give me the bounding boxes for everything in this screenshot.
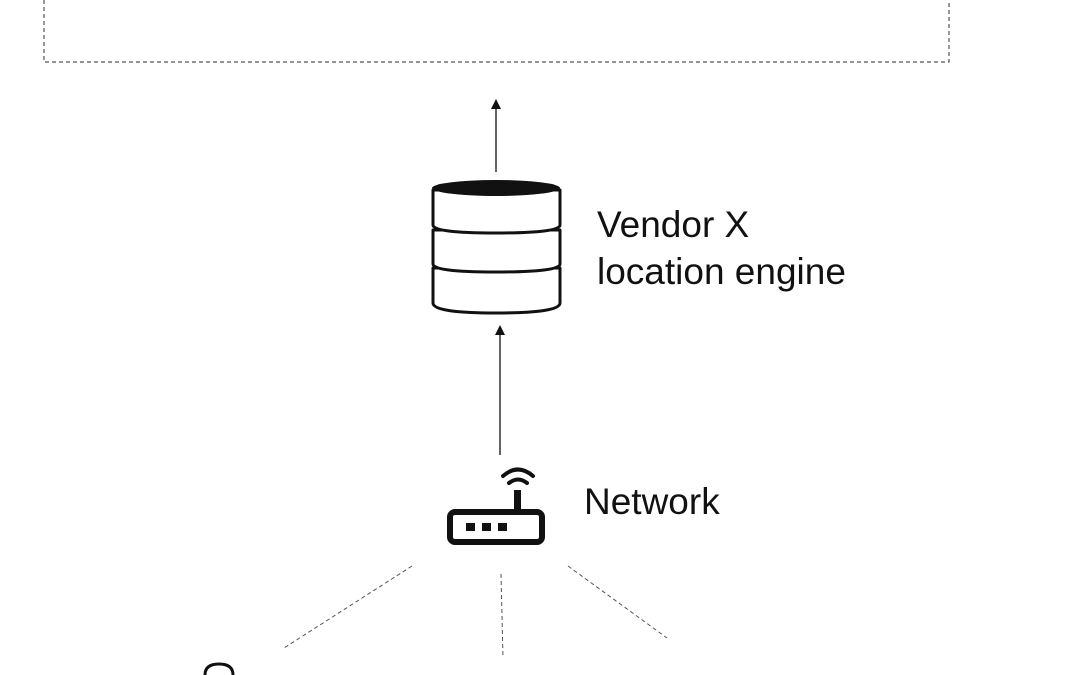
dashed-link-left xyxy=(283,565,413,649)
upper-container-box xyxy=(43,0,950,63)
device-icon xyxy=(203,662,235,675)
location-engine-label-line1: Vendor X xyxy=(597,204,750,245)
network-label: Network xyxy=(584,481,720,522)
location-engine-label-line2: location engine xyxy=(597,251,846,292)
dashed-link-center xyxy=(500,573,504,659)
database-icon xyxy=(431,180,562,315)
wifi-router-icon xyxy=(447,467,545,545)
dashed-link-right xyxy=(567,565,668,639)
location-engine-label: Vendor X location engine xyxy=(597,201,846,295)
